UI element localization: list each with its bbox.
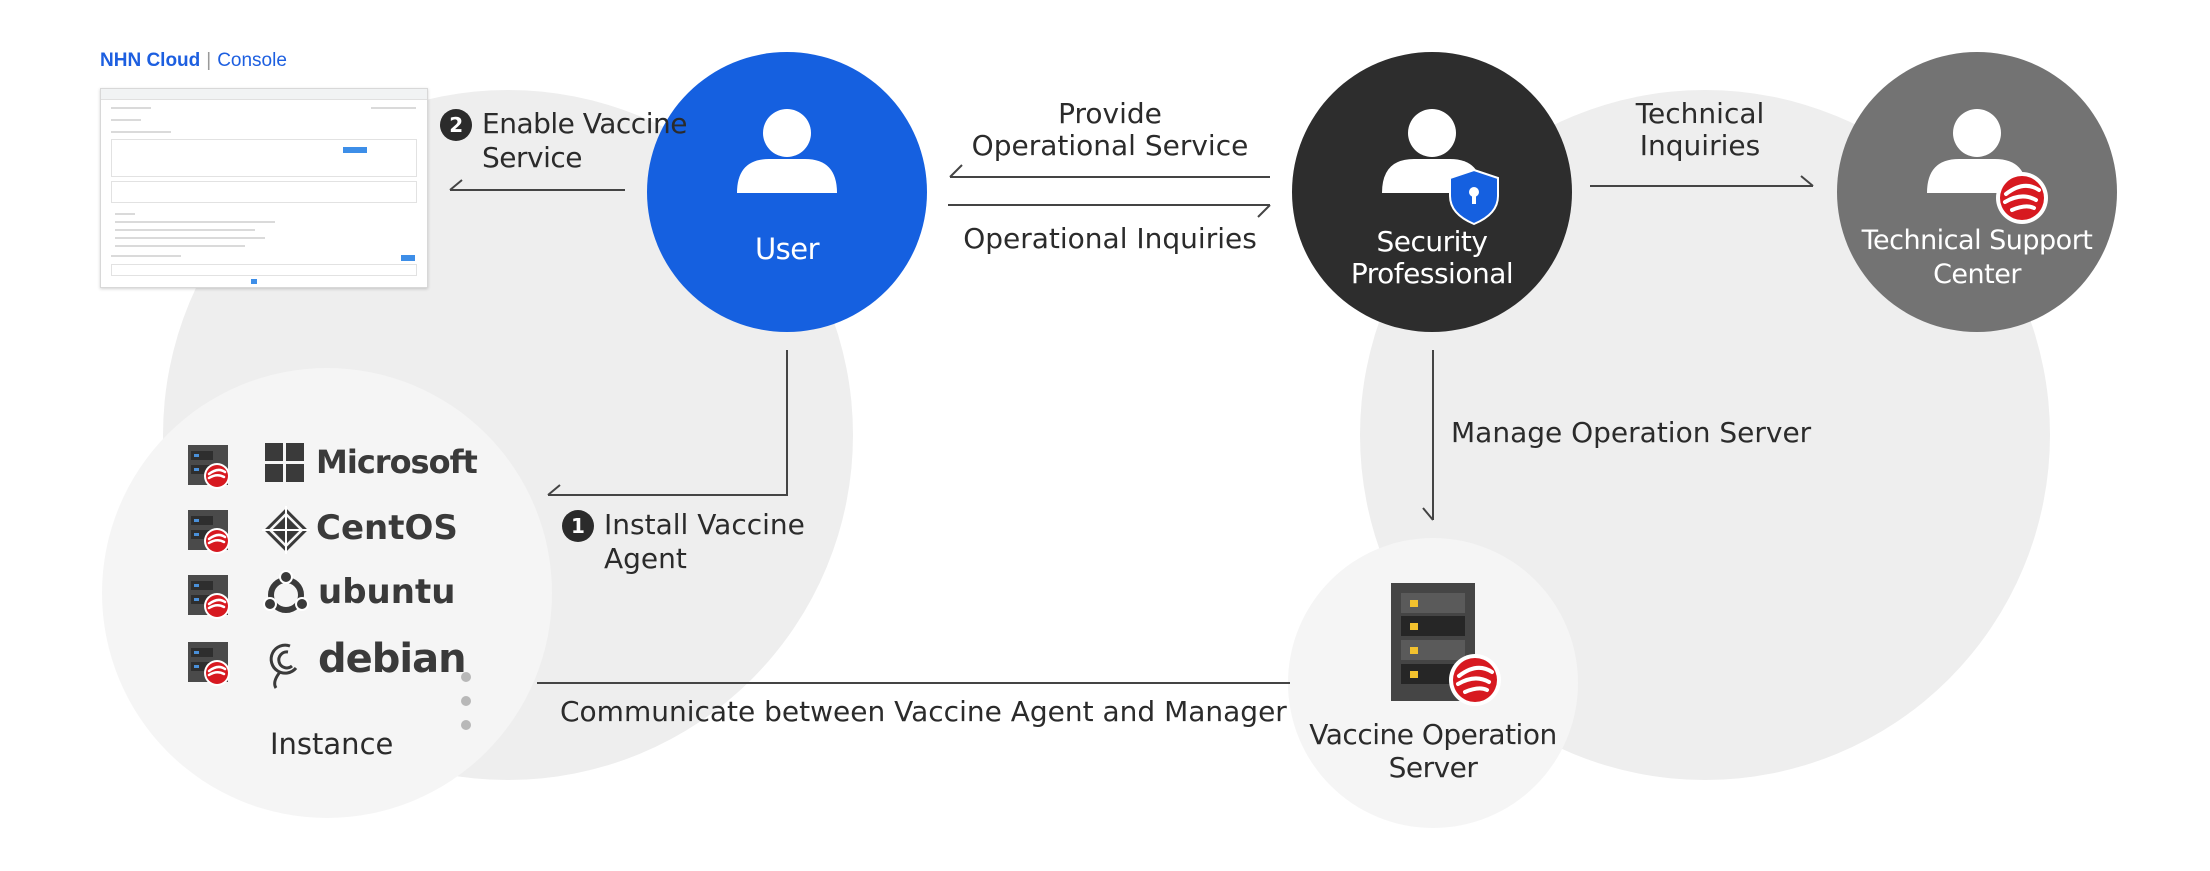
arrow-provide-service (949, 164, 1270, 178)
security-line1: Security (1376, 225, 1488, 258)
label-provide-service: Provide Operational Service (960, 98, 1260, 162)
security-line2: Professional (1350, 257, 1514, 290)
server-line2: Server (1388, 751, 1478, 784)
more-dots-icon (461, 672, 471, 730)
arrow-operational-inquiries (948, 204, 1271, 218)
enable-line1: Enable Vaccine (482, 107, 687, 140)
ubuntu-logo (263, 570, 309, 613)
server-line1: Vaccine Operation (1309, 718, 1557, 751)
arrow-enable-service (449, 179, 625, 191)
vaccine-server-label: Vaccine Operation Server (1303, 718, 1563, 784)
step-1-badge: 1 (562, 510, 594, 542)
os-microsoft: Microsoft (316, 443, 478, 481)
support-line2: Center (1933, 259, 2021, 290)
centos-logo (262, 506, 310, 554)
console-screenshot (100, 88, 428, 288)
nhn-cloud-logo: NHN Cloud|Console (100, 50, 287, 72)
arrow-technical-inquiries (1590, 175, 1814, 187)
support-line1: Technical Support (1861, 225, 2093, 256)
install-line2: Agent (604, 542, 687, 575)
step-enable-service: 2 Enable Vaccine Service (440, 107, 687, 175)
provide-line2: Operational Service (971, 129, 1249, 162)
brand-separator: | (206, 50, 212, 71)
trend-micro-icon (1994, 170, 2050, 226)
step-2-badge: 2 (440, 109, 472, 141)
shield-lock-icon (1449, 168, 1499, 226)
user-node (647, 52, 927, 332)
os-centos: CentOS (316, 508, 458, 548)
windows-logo (265, 443, 304, 482)
provide-line1: Provide (1058, 97, 1162, 130)
brand-name: NHN Cloud (100, 50, 201, 71)
brand-console: Console (217, 50, 287, 71)
instance-label: Instance (270, 727, 394, 761)
label-manage-server: Manage Operation Server (1451, 416, 1812, 449)
connectors (449, 164, 1814, 684)
step-install-agent: 1 Install Vaccine Agent (562, 508, 805, 576)
label-technical-inquiries: Technical Inquiries (1600, 98, 1800, 162)
security-professional-label: Security Professional (1312, 226, 1552, 290)
label-operational-inquiries: Operational Inquiries (963, 222, 1257, 255)
technical-line1: Technical (1635, 97, 1765, 130)
debian-logo (269, 643, 298, 689)
technical-line2: Inquiries (1639, 129, 1761, 162)
security-professional-node (1292, 52, 1572, 332)
install-line1: Install Vaccine (604, 508, 805, 541)
os-debian: debian (318, 636, 467, 682)
arrow-install-agent (547, 350, 788, 496)
label-communicate: Communicate between Vaccine Agent and Ma… (560, 695, 1287, 728)
user-label: User (754, 232, 820, 266)
technical-support-node (1837, 52, 2117, 332)
arrow-manage-server (1422, 350, 1434, 521)
vaccine-server-icon (1391, 583, 1503, 708)
enable-line2: Service (482, 141, 582, 174)
os-ubuntu: ubuntu (318, 572, 456, 612)
technical-support-label: Technical Support Center (1842, 224, 2112, 292)
